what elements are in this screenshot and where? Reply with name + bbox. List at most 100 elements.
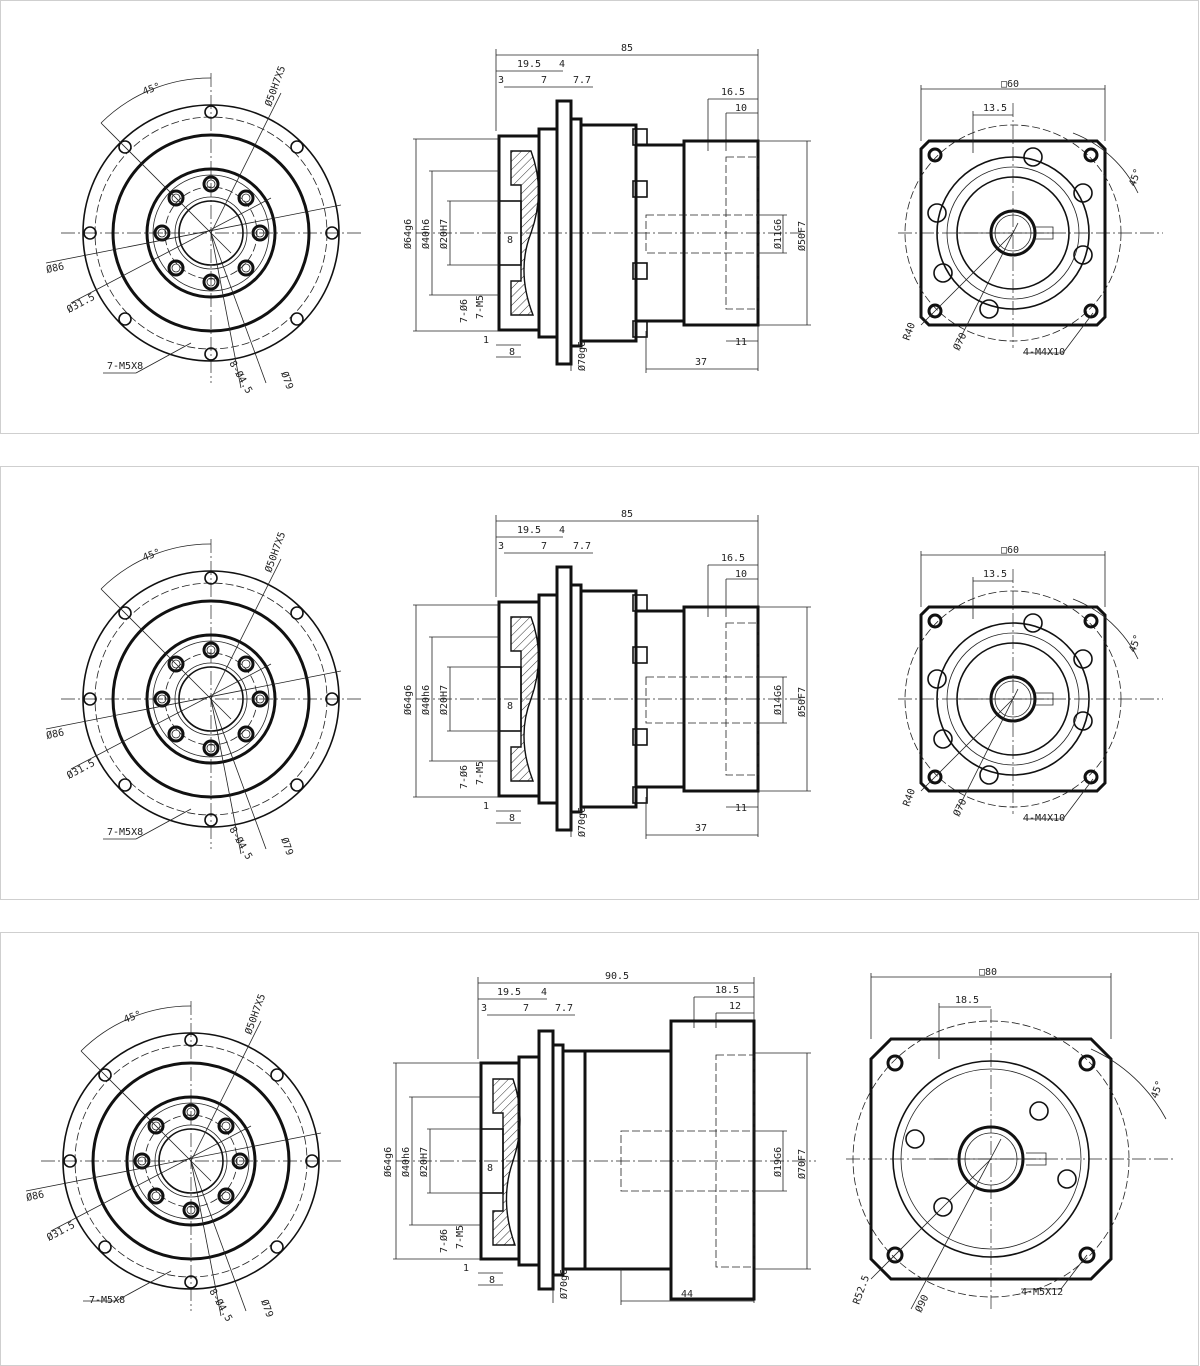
p3-front-bolt-circle: Ø50H7X5 <box>243 992 269 1036</box>
p3-side-input-shaft: Ø19G6 <box>772 1147 784 1177</box>
p1-rear-pcd: Ø70 <box>951 331 970 352</box>
p2-rear-pcd: Ø70 <box>951 797 970 818</box>
side-view <box>413 49 811 373</box>
p3-side-hole-dia: 7-Ø6 <box>438 1229 450 1253</box>
p1-side-d-37: 37 <box>695 357 707 368</box>
p2-side-input-shaft: Ø14G6 <box>772 685 784 715</box>
p3-side-d-4: 4 <box>541 987 547 998</box>
p1-side-d-16-5: 16.5 <box>721 87 745 98</box>
p2-side-d-19-5: 19.5 <box>517 525 541 536</box>
p3-side-d-7-7: 7.7 <box>555 1003 573 1014</box>
p1-side-input-shaft: Ø11G6 <box>772 219 784 249</box>
p1-side-d-3: 3 <box>498 75 504 86</box>
p3-front-outer-dia: Ø86 <box>25 1188 45 1203</box>
p2-side-d-1: 1 <box>483 801 489 812</box>
p3-side-flange-dia: Ø70g6 <box>558 1269 570 1299</box>
p2-side-d-4: 4 <box>559 525 565 536</box>
p1-front-angle: 45° <box>141 81 162 98</box>
p2-rear-angle: 45° <box>1127 633 1144 654</box>
rear-view <box>846 973 1176 1310</box>
p1-side-input-spigot: Ø50F7 <box>796 221 808 251</box>
p1-side-flange-dia: Ø70g6 <box>576 341 588 371</box>
p3-side-d-1: 1 <box>463 1263 469 1274</box>
rear-view <box>898 551 1163 820</box>
p3-side-d-19-5: 19.5 <box>497 987 521 998</box>
p2-side-spigot: Ø64g6 <box>402 685 414 715</box>
p1-front-outer-dia: Ø86 <box>45 260 65 275</box>
p1-rear-tapped: 4-M4X10 <box>1023 347 1065 358</box>
panel-3-svg: 45° Ø50H7X5 Ø86 Ø31.5 7-M5X8 8-Ø4.5 Ø79 <box>25 967 1176 1324</box>
rear-view <box>898 85 1163 354</box>
drawing-panel-3: 45° Ø50H7X5 Ø86 Ø31.5 7-M5X8 8-Ø4.5 Ø79 <box>0 932 1199 1366</box>
p3-rear-square: □80 <box>979 967 997 978</box>
p1-front-bolt-circle: Ø50H7X5 <box>263 64 289 108</box>
p1-side-d-7-7: 7.7 <box>573 75 591 86</box>
p3-side-d-3: 3 <box>481 1003 487 1014</box>
p2-side-input-spigot: Ø50F7 <box>796 687 808 717</box>
p1-side-d-10: 10 <box>735 103 747 114</box>
p3-side-d-37: 44 <box>681 1289 693 1300</box>
p1-rear-radius: R40 <box>901 321 918 342</box>
p3-side-d-8: 8 <box>487 1163 493 1174</box>
p2-side-thread: 7-M5 <box>475 761 486 785</box>
p2-side-d-8b: 8 <box>509 813 515 824</box>
p1-side-spigot: Ø64g6 <box>402 219 414 249</box>
p3-side-bore: Ø20H7 <box>418 1147 430 1177</box>
p2-side-flange-dia: Ø70g6 <box>576 807 588 837</box>
p3-side-flange-inner: Ø40h6 <box>400 1147 412 1177</box>
p2-side-d-7-7: 7.7 <box>573 541 591 552</box>
p3-front-inner-dia: Ø31.5 <box>45 1219 77 1244</box>
p1-rear-angle: 45° <box>1127 167 1144 188</box>
p2-rear-radius: R40 <box>901 787 918 808</box>
p1-side-d-19-5: 19.5 <box>517 59 541 70</box>
p3-rear-pcd: Ø90 <box>913 1293 932 1314</box>
p2-side-d-16-5: 16.5 <box>721 553 745 564</box>
p3-rear-tapped: 4-M5X12 <box>1021 1287 1063 1298</box>
p1-rear-square: □60 <box>1001 79 1019 90</box>
p3-front-tapped-holes: 7-M5X8 <box>89 1295 125 1306</box>
p2-front-inner-dia: Ø31.5 <box>65 757 97 782</box>
p2-front-angle: 45° <box>141 547 162 564</box>
p3-side-input-spigot: Ø70F7 <box>796 1149 808 1179</box>
p1-side-d-8: 8 <box>507 235 513 246</box>
p2-rear-offset: 13.5 <box>983 569 1007 580</box>
p2-front-pitch-dia: Ø79 <box>278 836 295 857</box>
drawing-panel-2: 45° Ø50H7X5 Ø86 Ø31.5 7-M5X8 8-Ø4.5 Ø79 <box>0 466 1199 900</box>
side-view <box>413 515 811 839</box>
p1-side-hole-dia: 7-Ø6 <box>458 299 470 323</box>
p3-side-overall-length: 90.5 <box>605 971 629 982</box>
p1-side-overall-length: 85 <box>621 43 633 54</box>
p2-front-tapped-holes: 7-M5X8 <box>107 827 143 838</box>
p2-front-through-holes: 8-Ø4.5 <box>226 825 254 862</box>
p2-side-d-8: 8 <box>507 701 513 712</box>
p1-front-pitch-dia: Ø79 <box>278 370 295 391</box>
p2-side-d-11: 11 <box>735 803 747 814</box>
p3-side-thread: 7-M5 <box>455 1225 466 1249</box>
p2-front-outer-dia: Ø86 <box>45 726 65 741</box>
p2-side-flange-inner: Ø40h6 <box>420 685 432 715</box>
drawing-panel-1: 45° Ø50H7X5 Ø86 Ø31.5 7-M5X8 8-Ø4.5 Ø79 <box>0 0 1199 434</box>
p2-side-d-37: 37 <box>695 823 707 834</box>
front-view <box>45 73 361 389</box>
p3-front-pitch-dia: Ø79 <box>258 1298 275 1319</box>
p1-side-thread: 7-M5 <box>475 295 486 319</box>
p1-rear-offset: 13.5 <box>983 103 1007 114</box>
p1-side-d-11: 11 <box>735 337 747 348</box>
p2-side-d-7: 7 <box>541 541 547 552</box>
panel-2-svg: 45° Ø50H7X5 Ø86 Ø31.5 7-M5X8 8-Ø4.5 Ø79 <box>45 509 1163 862</box>
p1-side-bore: Ø20H7 <box>438 219 450 249</box>
p3-rear-offset: 18.5 <box>955 995 979 1006</box>
p2-side-overall-length: 85 <box>621 509 633 520</box>
p3-side-d-7: 7 <box>523 1003 529 1014</box>
front-view <box>25 1001 341 1317</box>
p3-front-through-holes: 8-Ø4.5 <box>206 1287 234 1324</box>
p3-side-spigot: Ø64g6 <box>382 1147 394 1177</box>
p2-side-hole-dia: 7-Ø6 <box>458 765 470 789</box>
p3-side-d-10: 12 <box>729 1001 741 1012</box>
panel-1-svg: 45° Ø50H7X5 Ø86 Ø31.5 7-M5X8 8-Ø4.5 Ø79 <box>45 43 1163 396</box>
p2-side-bore: Ø20H7 <box>438 685 450 715</box>
front-view <box>45 539 361 855</box>
p1-front-inner-dia: Ø31.5 <box>65 291 97 316</box>
p3-side-d-8b: 8 <box>489 1275 495 1286</box>
p2-side-d-3: 3 <box>498 541 504 552</box>
